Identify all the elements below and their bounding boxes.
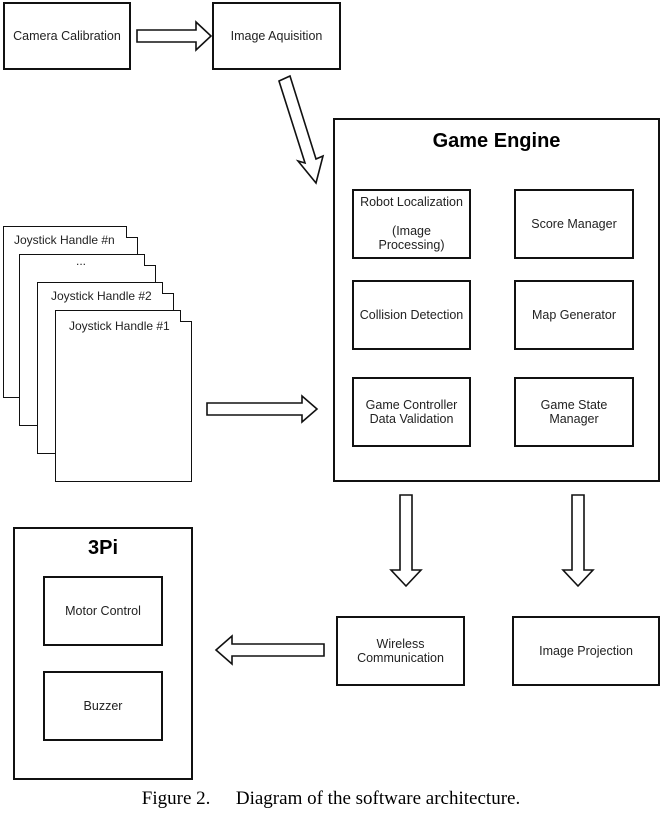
page-fold-corner (126, 226, 138, 238)
collision-detection-box: Collision Detection (352, 280, 471, 350)
joystick-handle-1-label: Joystick Handle #1 (69, 319, 170, 333)
wireless-line1: Wireless (376, 636, 425, 651)
robot-localization-line2: (Image (392, 223, 431, 238)
game-controller-line2: Data Validation (369, 412, 454, 426)
game-state-line2: Manager (549, 412, 599, 426)
joystick-handle-n-label: Joystick Handle #n (14, 233, 115, 247)
wireless-communication-box: Wireless Communication (336, 616, 465, 686)
buzzer-box: Buzzer (43, 671, 163, 741)
page-fold-corner (162, 282, 174, 294)
wireless-line2: Communication (357, 651, 444, 665)
game-state-manager-box: Game State Manager (514, 377, 634, 447)
page-fold-corner (180, 310, 192, 322)
robot-3pi-title: 3Pi (87, 537, 119, 559)
game-controller-line1: Game Controller (365, 397, 458, 412)
arrow-game-engine-to-wireless (389, 494, 423, 588)
buzzer-label: Buzzer (83, 698, 123, 713)
game-engine-title: Game Engine (432, 130, 561, 152)
score-manager-label: Score Manager (531, 216, 617, 231)
image-acquisition-box: Image Aquisition (212, 2, 341, 70)
arrow-wireless-to-3pi (214, 634, 325, 666)
arrow-joysticks-to-game-engine (206, 394, 319, 424)
arrow-game-engine-to-projection (561, 494, 595, 588)
game-controller-validation-box: Game Controller Data Validation (352, 377, 471, 447)
robot-localization-line3: Processing) (378, 238, 445, 253)
score-manager-box: Score Manager (514, 189, 634, 259)
game-state-line1: Game State (540, 397, 608, 412)
page-fold-corner (144, 254, 156, 266)
image-acquisition-label: Image Aquisition (230, 28, 323, 43)
robot-localization-box: Robot Localization (Image Processing) (352, 189, 471, 259)
map-generator-label: Map Generator (531, 307, 617, 322)
arrow-acquisition-to-game-engine (278, 74, 325, 185)
arrow-calibration-to-acquisition (136, 20, 213, 52)
robot-localization-line1: Robot Localization (360, 195, 463, 210)
camera-calibration-label: Camera Calibration (13, 28, 121, 43)
image-projection-label: Image Projection (539, 643, 633, 658)
map-generator-box: Map Generator (514, 280, 634, 350)
figure-caption-label: Figure 2. (141, 788, 211, 809)
camera-calibration-box: Camera Calibration (3, 2, 131, 70)
joystick-page-1 (55, 310, 192, 482)
joystick-handle-2-label: Joystick Handle #2 (51, 289, 152, 303)
collision-detection-label: Collision Detection (359, 307, 464, 322)
motor-control-box: Motor Control (43, 576, 163, 646)
motor-control-label: Motor Control (65, 603, 141, 618)
joystick-ellipsis-label: ... (76, 254, 87, 268)
image-projection-box: Image Projection (512, 616, 660, 686)
figure-caption-text: Diagram of the software architecture. (235, 788, 521, 809)
figure-caption: Figure 2. Diagram of the software archit… (0, 788, 662, 810)
